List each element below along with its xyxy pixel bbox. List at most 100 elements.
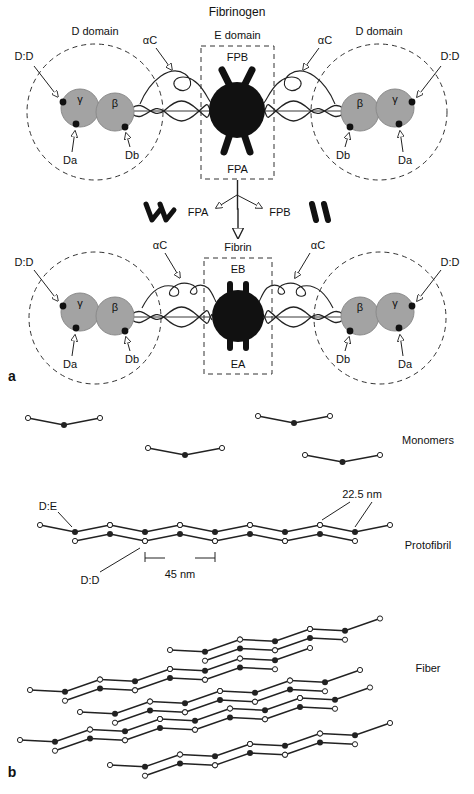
domain-heading: E domain	[200, 28, 275, 42]
d-nodule	[352, 742, 357, 747]
e-nodule	[132, 678, 138, 684]
d-nodule	[307, 645, 312, 650]
e-nodule	[202, 649, 208, 655]
d-nodule	[282, 538, 287, 543]
d-nodule	[212, 763, 217, 768]
e-nodule	[262, 707, 268, 713]
e-domain-shape	[203, 240, 273, 375]
e-nodule	[167, 675, 173, 681]
d-nodule	[167, 666, 172, 671]
d-nodule	[72, 538, 77, 543]
alpha-c-label: αC	[143, 33, 157, 47]
d-nodule	[357, 667, 362, 672]
d-nodule	[272, 648, 277, 653]
illustration-stroke	[209, 82, 265, 138]
d-nodule	[322, 689, 327, 694]
d-domain-outline	[314, 252, 446, 384]
coiled-coil	[132, 101, 212, 121]
e-nodule	[352, 732, 358, 738]
globular-subdomain: γ	[375, 292, 415, 332]
d-nodule	[132, 688, 137, 693]
e-nodule	[97, 686, 103, 692]
e-nodule	[182, 700, 188, 706]
domain-outline	[201, 46, 274, 179]
domain-label: EB	[203, 262, 273, 276]
site-label: Db	[336, 352, 350, 366]
illustration-stroke	[145, 552, 215, 562]
d-nodule	[282, 752, 287, 757]
stage-label: Fiber	[415, 661, 440, 675]
illustration-stroke	[58, 512, 72, 527]
binding-site	[396, 121, 403, 128]
monomers	[25, 413, 382, 465]
domain-label: β	[340, 300, 380, 314]
protofibril	[37, 522, 392, 543]
e-nodule	[237, 665, 243, 671]
d-nodule	[252, 699, 257, 704]
d-nodule	[387, 720, 392, 725]
d-domain: D domainγβ	[27, 24, 163, 184]
binding-site	[60, 99, 67, 106]
stage-label: Protofibril	[405, 538, 451, 552]
domain-outline	[204, 258, 272, 374]
e-nodule	[142, 529, 148, 535]
e-nodule	[287, 687, 293, 693]
d-nodule	[177, 752, 182, 757]
illustration-stroke	[100, 548, 140, 572]
site-label: D:D	[441, 49, 460, 63]
d-nodule	[247, 522, 252, 527]
illustration-stroke	[312, 204, 328, 220]
d-nodule	[157, 716, 162, 721]
leader-lines	[295, 253, 441, 356]
d-nodule	[212, 763, 217, 768]
d-nodule	[87, 727, 92, 732]
e-nodule	[282, 743, 288, 749]
site-label: D:E	[39, 499, 57, 513]
e-nodule	[182, 452, 188, 458]
domain-label: γ	[60, 92, 100, 106]
illustration-stroke	[355, 502, 372, 527]
binding-site	[122, 328, 129, 335]
e-nodule	[342, 628, 348, 634]
site-label: Da	[398, 357, 412, 371]
d-nodule	[217, 688, 222, 693]
subdomain-fill	[376, 89, 414, 127]
e-domain-nodule	[212, 284, 264, 348]
d-nodule	[272, 648, 277, 653]
domain-outline	[311, 44, 447, 180]
site-label: Da	[63, 357, 77, 371]
site-label: D:D	[441, 255, 460, 269]
d-nodule	[262, 717, 267, 722]
d-nodule	[307, 626, 312, 631]
d-nodule	[157, 716, 162, 721]
d-nodule	[97, 415, 102, 420]
coiled-coil	[132, 307, 212, 327]
e-nodule	[177, 761, 183, 767]
e-nodule	[177, 531, 183, 537]
d-nodule	[282, 538, 287, 543]
d-nodule	[297, 695, 302, 700]
site-label: D:D	[81, 573, 100, 587]
globular-subdomain: β	[340, 92, 380, 132]
binding-site	[60, 303, 67, 310]
e-nodule	[237, 646, 243, 652]
domain-label: EA	[203, 357, 273, 371]
e-domain-shape	[200, 28, 275, 180]
subdomain-fill	[61, 89, 99, 127]
globular-subdomain: γ	[60, 88, 100, 128]
fiber	[17, 616, 392, 778]
binding-site	[409, 99, 416, 106]
e-nodule	[291, 420, 297, 426]
d-nodule	[97, 677, 102, 682]
d-nodule	[352, 538, 357, 543]
e-domain: E domainFPBFPA	[200, 28, 275, 180]
d-nodule	[77, 709, 82, 714]
peptide-label: FPA	[188, 205, 209, 219]
e-nodule	[212, 753, 218, 759]
domain-label: β	[95, 300, 135, 314]
d-nodule	[97, 677, 102, 682]
domain-heading: D domain	[27, 24, 163, 38]
e-nodule	[112, 711, 118, 717]
d-nodule	[237, 656, 242, 661]
